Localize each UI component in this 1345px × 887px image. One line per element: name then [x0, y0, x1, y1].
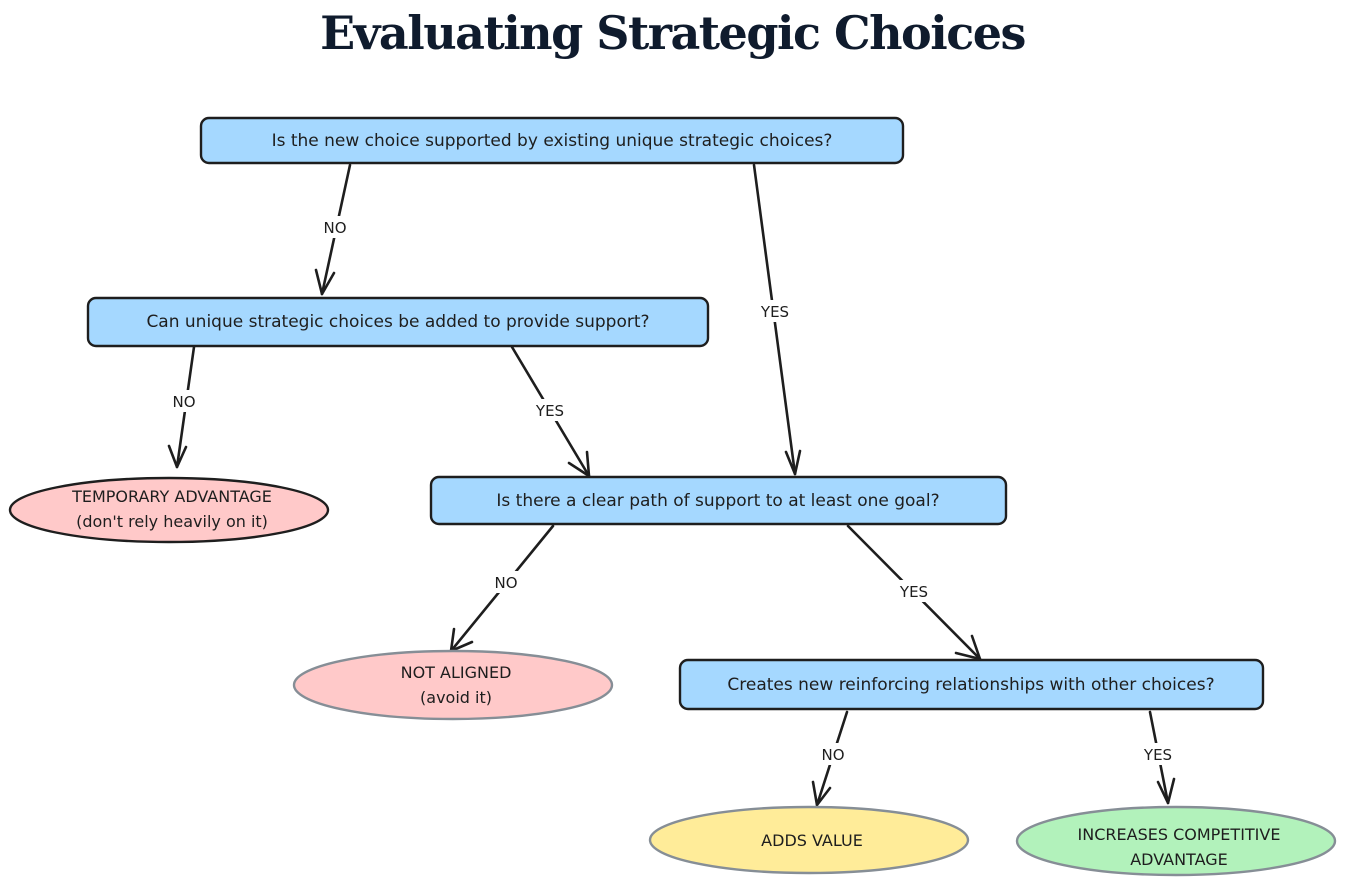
adds-value-text: ADDS VALUE — [761, 831, 863, 850]
edge-label-q1-no: NO — [323, 219, 346, 237]
edge-label-bg — [527, 399, 573, 421]
edge-label-q2-no: NO — [172, 393, 195, 411]
diagram-title: Evaluating Strategic Choices — [320, 6, 1026, 60]
competitive-advantage-title-2: ADVANTAGE — [1130, 850, 1228, 869]
decision-box-q4: Creates new reinforcing relationships wi… — [678, 658, 1265, 711]
edge-label-bg — [752, 300, 798, 322]
temporary-advantage-note: (don't rely heavily on it) — [76, 512, 268, 531]
decision-box-q1: Is the new choice supported by existing … — [199, 116, 905, 165]
outcome-increases-competitive-advantage: INCREASES COMPETITIVE ADVANTAGE — [1015, 805, 1337, 877]
decision-box-q3: Is there a clear path of support to at l… — [429, 475, 1008, 526]
edge-label-q4-yes: YES — [1143, 746, 1172, 764]
edge-label-bg — [318, 216, 352, 238]
temporary-advantage-title: TEMPORARY ADVANTAGE — [71, 487, 272, 506]
edge-label-bg — [167, 390, 201, 412]
outcome-adds-value: ADDS VALUE — [648, 805, 970, 875]
edge-label-bg — [816, 743, 850, 765]
not-aligned-note: (avoid it) — [420, 688, 492, 707]
edge-label-q4-no: NO — [821, 746, 844, 764]
edge-label-bg — [489, 571, 523, 593]
decision-q1-text: Is the new choice supported by existing … — [272, 131, 833, 151]
outcome-temporary-advantage: TEMPORARY ADVANTAGE (don't rely heavily … — [8, 476, 330, 544]
edge-label-q2-yes: YES — [535, 402, 564, 420]
edge-label-q3-no: NO — [494, 574, 517, 592]
decision-q4-text: Creates new reinforcing relationships wi… — [727, 675, 1214, 695]
decision-q3-text: Is there a clear path of support to at l… — [496, 491, 939, 511]
decision-q2-text: Can unique strategic choices be added to… — [146, 312, 649, 332]
outcome-not-aligned: NOT ALIGNED (avoid it) — [292, 649, 614, 721]
not-aligned-title: NOT ALIGNED — [401, 663, 512, 682]
decision-box-q2: Can unique strategic choices be added to… — [86, 296, 710, 348]
edge-label-q3-yes: YES — [899, 583, 928, 601]
competitive-advantage-title: INCREASES COMPETITIVE — [1078, 825, 1281, 844]
edge-label-bg — [891, 580, 937, 602]
edge-label-q1-yes: YES — [760, 303, 789, 321]
edge-label-bg — [1135, 743, 1181, 765]
